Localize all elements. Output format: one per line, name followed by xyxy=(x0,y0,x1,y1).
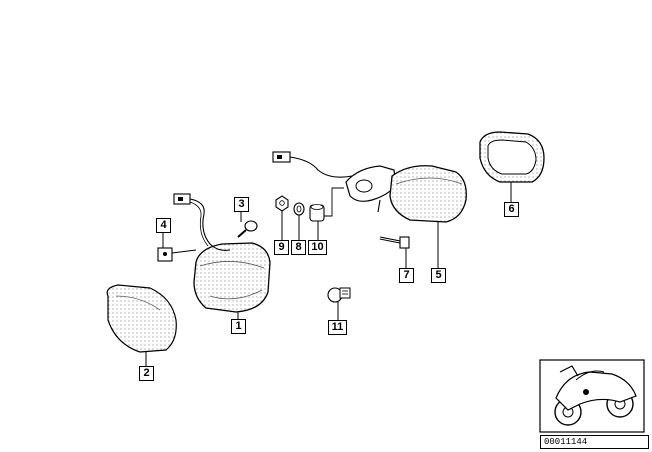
callout-part-7[interactable]: 7 xyxy=(399,268,414,283)
callout-part-3[interactable]: 3 xyxy=(234,197,249,212)
clip-part-4 xyxy=(157,247,197,262)
callout-part-11[interactable]: 11 xyxy=(328,320,347,335)
bulb-part-11 xyxy=(327,287,351,303)
cable-connector-right xyxy=(272,151,353,178)
bolt-part-7 xyxy=(379,236,410,249)
callout-part-8[interactable]: 8 xyxy=(291,240,306,255)
callout-part-10[interactable]: 10 xyxy=(308,240,327,255)
motorcycle-thumbnail-icon xyxy=(539,359,645,433)
lens-part-2 xyxy=(106,284,177,353)
diagram-number: 00011144 xyxy=(540,435,649,449)
bushing-part-10 xyxy=(309,204,325,222)
lens-part-6 xyxy=(479,131,545,183)
callout-part-6[interactable]: 6 xyxy=(504,202,519,217)
callout-part-2[interactable]: 2 xyxy=(139,366,154,381)
nut-part-9 xyxy=(275,195,289,212)
callout-part-5[interactable]: 5 xyxy=(431,268,446,283)
cable-connector-left xyxy=(173,193,231,251)
callout-part-9[interactable]: 9 xyxy=(274,240,289,255)
washer-part-8 xyxy=(293,202,305,216)
screw-part-3 xyxy=(237,220,258,238)
callout-part-4[interactable]: 4 xyxy=(156,218,171,233)
callout-part-1[interactable]: 1 xyxy=(231,319,246,334)
assembly-bracket-line xyxy=(324,187,344,217)
mirror-housing-part-5 xyxy=(345,165,467,223)
indicator-housing-part-1 xyxy=(193,242,271,313)
